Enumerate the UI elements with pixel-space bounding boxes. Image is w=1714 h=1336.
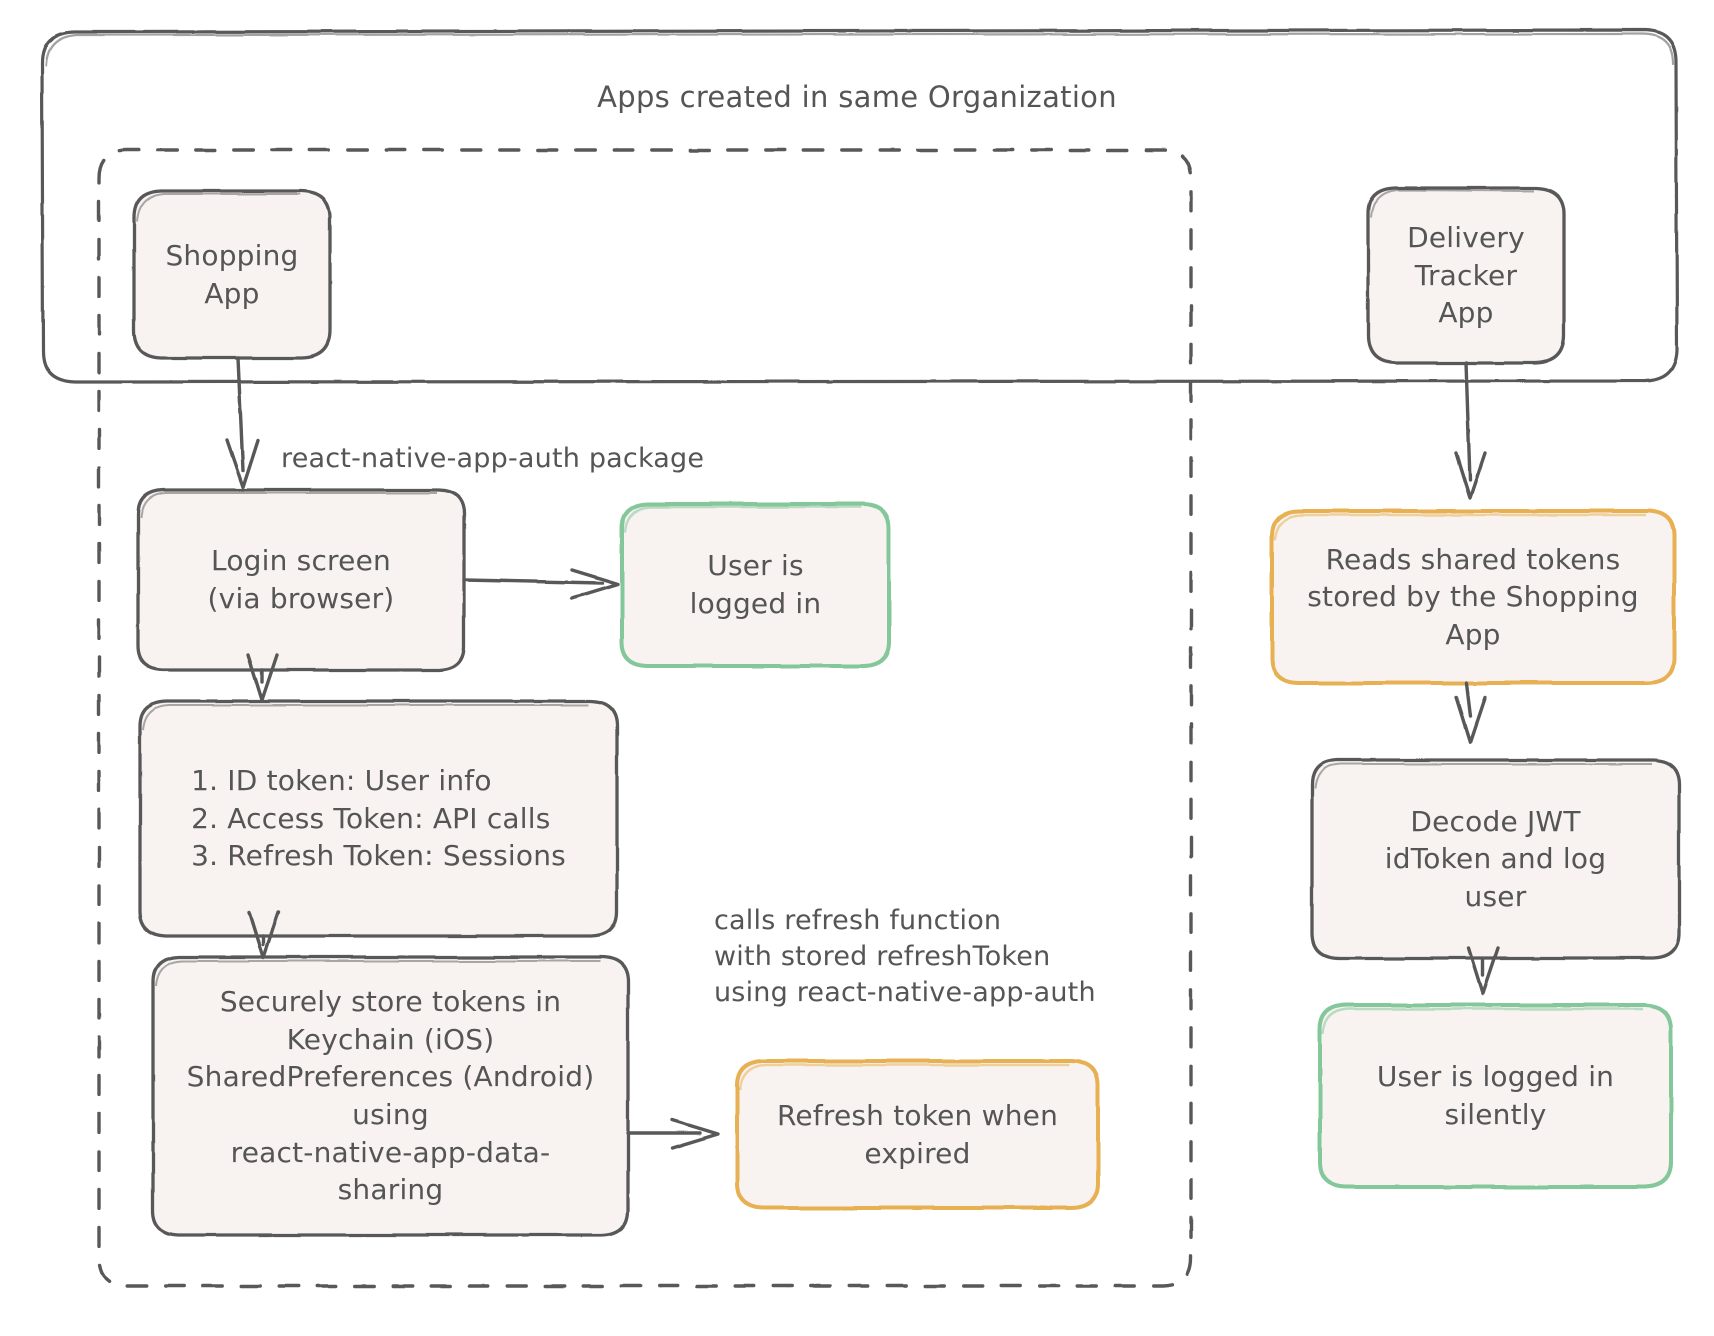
node-login-screen-label: Login screen (via browser) [207, 544, 395, 615]
node-decode-jwt-label: Decode JWT idToken and log user [1384, 804, 1607, 913]
node-tokens-list-label: 1. ID token: User info 2. Access Token: … [191, 764, 566, 873]
arrow-store-to-refresh [626, 1118, 720, 1150]
node-refresh-token-label: Refresh token when expired [776, 1098, 1059, 1170]
node-secure-store[interactable]: Securely store tokens in Keychain (iOS) … [153, 957, 628, 1235]
arrow-tracker-to-reads [1454, 361, 1487, 500]
node-user-logged-in-silently-label: User is logged in silently [1376, 1060, 1615, 1131]
node-user-logged-in-label: User is logged in [689, 549, 822, 620]
node-user-logged-in-silently[interactable]: User is logged in silently [1320, 1005, 1671, 1187]
node-shopping-app-label: Shopping App [165, 238, 299, 310]
node-reads-shared-tokens-label: Reads shared tokens stored by the Shoppi… [1307, 542, 1639, 651]
node-reads-shared-tokens[interactable]: Reads shared tokens stored by the Shoppi… [1272, 511, 1674, 683]
node-delivery-tracker-app-label: Delivery Tracker App [1407, 221, 1525, 330]
node-refresh-token[interactable]: Refresh token when expired [737, 1061, 1098, 1208]
arrow-reads-to-decode [1454, 681, 1487, 744]
node-login-screen[interactable]: Login screen (via browser) [138, 490, 464, 670]
edge-label-package: react-native-app-auth package [281, 443, 705, 474]
node-user-logged-in[interactable]: User is logged in [622, 504, 889, 666]
arrow-login-to-user-logged-in [462, 568, 620, 600]
org-boundary-title: Apps created in same Organization [597, 80, 1117, 114]
node-tokens-list[interactable]: 1. ID token: User info 2. Access Token: … [140, 701, 617, 936]
node-decode-jwt[interactable]: Decode JWT idToken and log user [1312, 760, 1679, 958]
node-shopping-app[interactable]: Shopping App [134, 191, 330, 358]
node-delivery-tracker-app[interactable]: Delivery Tracker App [1368, 188, 1564, 363]
arrow-shopping-to-login [225, 356, 260, 489]
node-secure-store-label: Securely store tokens in Keychain (iOS) … [186, 985, 595, 1207]
edge-label-refresh-annotation: calls refresh function with stored refre… [714, 905, 1096, 1008]
